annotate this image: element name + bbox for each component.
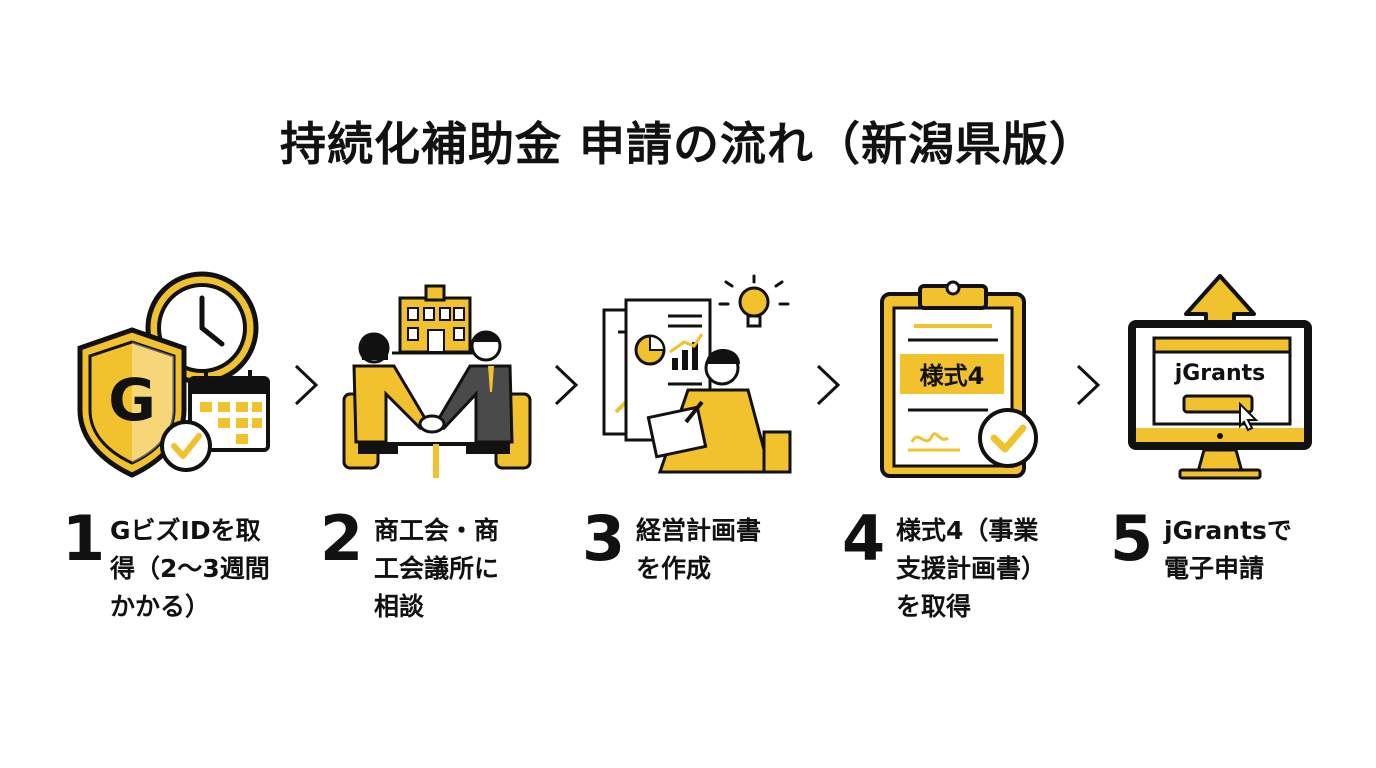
- page-title: 持続化補助金 申請の流れ（新潟県版）: [279, 117, 1096, 171]
- clipboard-form4-icon: 様式4: [880, 280, 1038, 478]
- shield-letter: G: [108, 366, 156, 434]
- step-label: 商工会・商 工会議所に 相談: [374, 512, 554, 626]
- step-label-line: 経営計画書: [636, 516, 762, 545]
- jgrants-monitor-icon: jGrants: [1128, 274, 1312, 480]
- step-label-line: 商工会・商: [374, 516, 500, 545]
- step-label-line: 相談: [374, 592, 425, 621]
- step-label-line: 電子申請: [1164, 554, 1265, 583]
- jgrants-logo-text: jGrants: [1174, 361, 1266, 386]
- step-label: jGrantsで 電子申請: [1164, 512, 1344, 588]
- step-label-line: を取得: [896, 592, 972, 621]
- step-number: 3: [582, 502, 626, 575]
- step-label-line: 支援計画書）: [896, 554, 1047, 583]
- step-label-line: jGrantsで: [1164, 516, 1292, 545]
- chevron-right-icon: [1076, 364, 1101, 406]
- step-label-line: かかる）: [110, 592, 211, 621]
- step-label-line: を作成: [636, 554, 712, 583]
- step-label: 様式4（事業 支援計画書） を取得: [896, 512, 1076, 626]
- form4-label: 様式4: [920, 362, 985, 390]
- step-label: 経営計画書 を作成: [636, 512, 816, 588]
- step-number: 5: [1110, 502, 1154, 575]
- step-label-line: 得（2〜3週間: [110, 554, 270, 583]
- step-label: GビズIDを取 得（2〜3週間 かかる）: [110, 512, 290, 626]
- shield-clock-calendar-icon: G: [77, 271, 270, 478]
- step-number: 4: [842, 502, 886, 575]
- step-number: 1: [62, 502, 106, 575]
- chevron-right-icon: [294, 364, 319, 406]
- consultation-handshake-icon: [342, 284, 532, 478]
- chevron-right-icon: [554, 364, 579, 406]
- step-number: 2: [320, 502, 364, 575]
- business-plan-writing-icon: [602, 274, 792, 474]
- step-label-line: GビズIDを取: [110, 516, 261, 545]
- chevron-right-icon: [816, 364, 841, 406]
- step-label-line: 様式4（事業: [896, 516, 1039, 545]
- step-label-line: 工会議所に: [374, 554, 500, 583]
